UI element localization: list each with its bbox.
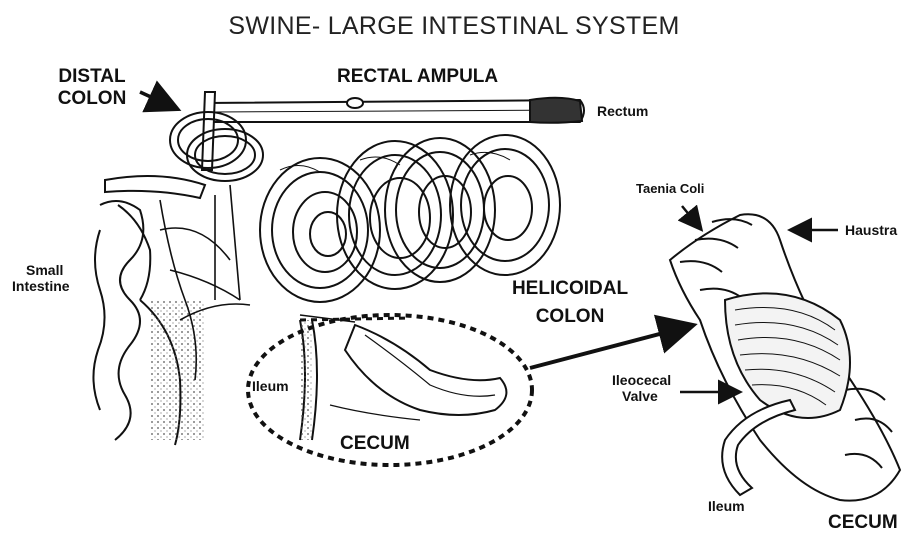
label-ileocecal-valve: Ileocecal Valve [612, 372, 671, 404]
cecum-left [330, 325, 506, 420]
arrow-distal-colon [140, 92, 175, 108]
label-haustra: Haustra [845, 222, 897, 238]
label-distal-colon: DISTAL COLON [52, 66, 132, 110]
label-helicoidal-colon-line1: HELICOIDAL [500, 278, 640, 300]
label-ileocecal-valve-line1: Ileocecal [612, 372, 671, 388]
arrow-taenia-coli [682, 206, 700, 228]
label-helicoidal-colon: HELICOIDAL COLON [500, 278, 640, 328]
small-intestine [93, 201, 205, 445]
helicoidal-dashed-link [300, 318, 410, 320]
label-ileum-left: Ileum [252, 378, 289, 394]
label-small-intestine-line1: Small [12, 262, 70, 278]
label-small-intestine: Small Intestine [12, 262, 70, 294]
label-distal-colon-line2: COLON [52, 88, 132, 110]
cecum-enlarged [670, 214, 900, 500]
arrow-to-enlarged-cecum [530, 326, 690, 368]
helicoidal-colon [260, 135, 560, 302]
label-cecum-left: CECUM [340, 433, 410, 455]
rectum-tube [205, 98, 584, 123]
label-ileocecal-valve-line2: Valve [612, 388, 671, 404]
label-small-intestine-line2: Intestine [12, 278, 70, 294]
ileum-left-vessel [300, 315, 355, 440]
label-ileum-right: Ileum [708, 498, 745, 514]
label-rectum: Rectum [597, 103, 648, 119]
label-rectal-ampula: RECTAL AMPULA [337, 66, 498, 88]
label-taenia-coli: Taenia Coli [636, 182, 704, 197]
label-cecum-right: CECUM [828, 512, 898, 534]
label-helicoidal-colon-line2: COLON [500, 300, 640, 328]
label-distal-colon-line1: DISTAL [52, 66, 132, 88]
diagram-title: SWINE- LARGE INTESTINAL SYSTEM [0, 12, 908, 41]
